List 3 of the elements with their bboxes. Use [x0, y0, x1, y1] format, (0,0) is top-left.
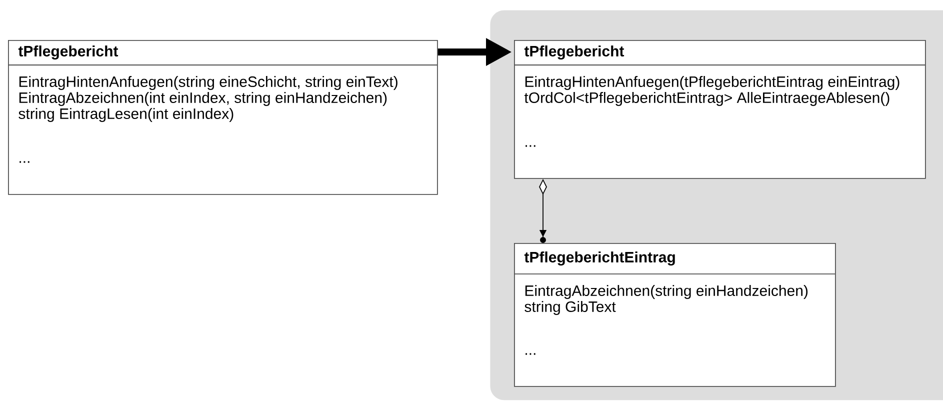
class-box: tPflegebericht EintragHintenAnfuegen(string eineSchicht, string einText) EintragAbzeichnen(int einIndex, string einHandzeichen) string EintragLesen(int einIndex) ... — [8, 40, 438, 195]
class-box: tPflegeberichtEintrag EintragAbzeichnen(string einHandzeichen) string GibText ... — [514, 243, 836, 387]
class-box: tPflegebericht EintragHintenAnfuegen(tPflegeberichtEintrag einEintrag) tOrdCol<tPflegeberichtEintrag> AlleEintraegeAblesen() ... — [514, 40, 926, 179]
